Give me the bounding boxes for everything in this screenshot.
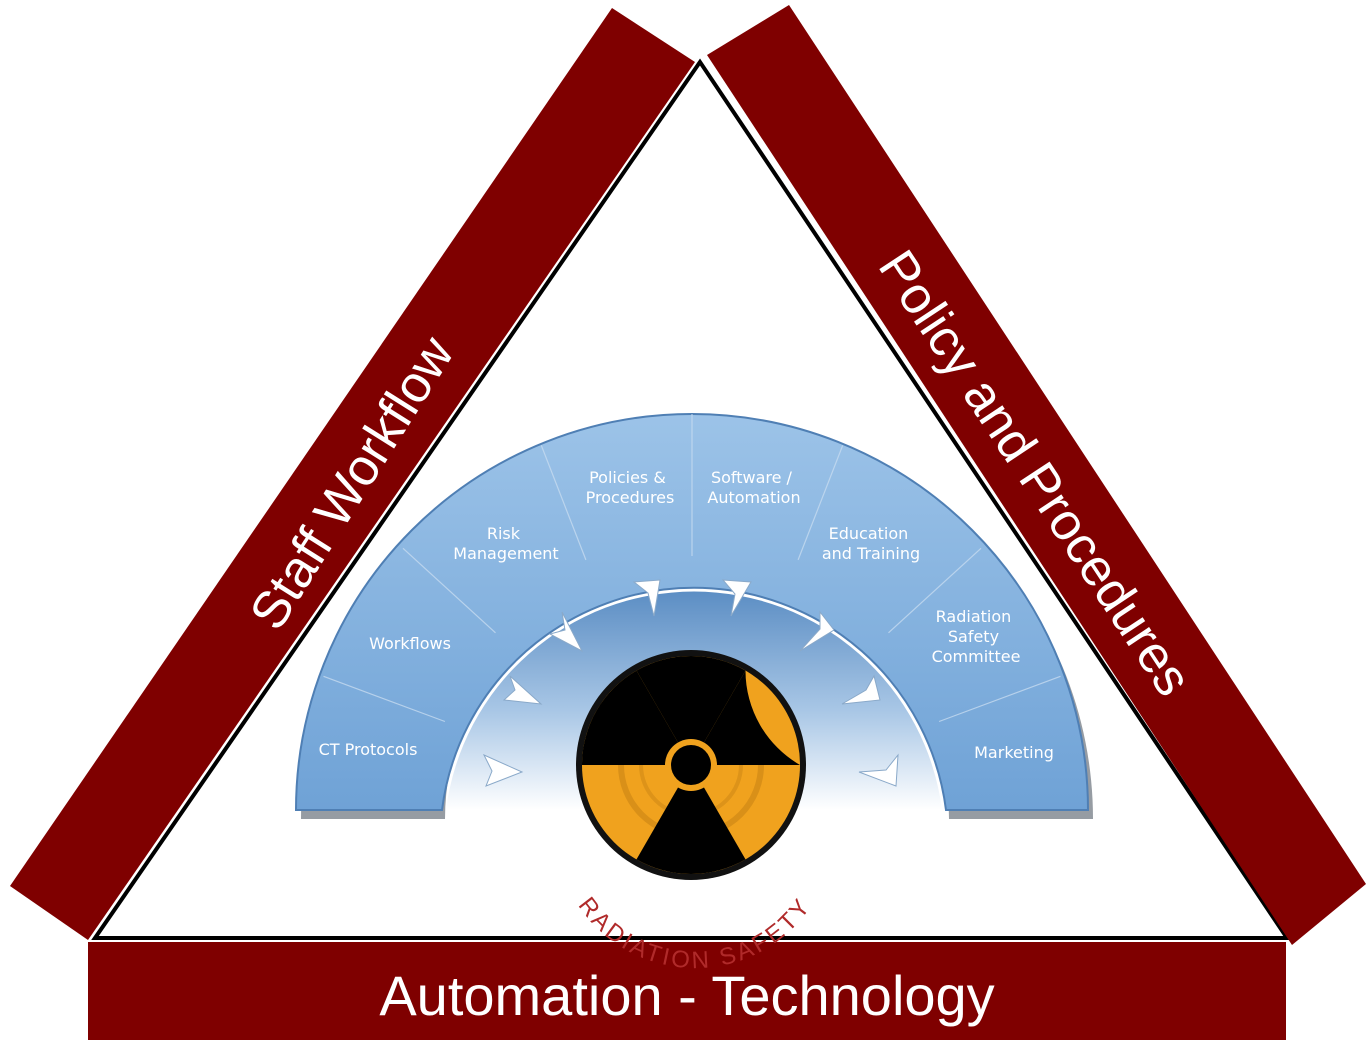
arrow-icon bbox=[841, 674, 881, 705]
segment-label-risk-management: Risk Management bbox=[453, 524, 558, 563]
arc-separators bbox=[323, 414, 1061, 723]
arrow-icon bbox=[482, 753, 524, 787]
left-band bbox=[10, 8, 695, 940]
arc-graphic bbox=[294, 413, 1093, 819]
radiation-trefoil-icon bbox=[582, 655, 800, 875]
segment-label-ct-protocols: CT Protocols bbox=[319, 740, 418, 759]
segment-label-policies-procedures: Policies & Procedures bbox=[586, 468, 675, 507]
arrow-icon bbox=[548, 611, 584, 653]
arc-segment-labels: CT Protocols Workflows Risk Management P… bbox=[319, 468, 1054, 762]
arc-band bbox=[294, 413, 1090, 811]
segment-label-marketing: Marketing bbox=[974, 743, 1054, 762]
arrow-icon bbox=[502, 675, 543, 705]
arrow-icon bbox=[721, 579, 752, 617]
segment-label-radiation-safety-committee: Radiation Safety Committee bbox=[932, 607, 1021, 666]
radiation-emblem bbox=[576, 650, 806, 880]
arrow-icon bbox=[799, 610, 835, 652]
arrow-icon bbox=[858, 753, 899, 787]
emblem-center-dot bbox=[671, 745, 711, 785]
arrow-icon bbox=[632, 579, 661, 617]
inward-arrows bbox=[482, 579, 899, 787]
segment-label-education-training: Education and Training bbox=[822, 524, 920, 563]
segment-label-software-automation: Software / Automation bbox=[707, 468, 800, 507]
segment-label-workflows: Workflows bbox=[369, 634, 451, 653]
bottom-band-label: Automation - Technology bbox=[379, 964, 994, 1027]
bottom-band bbox=[88, 942, 1286, 1040]
right-band bbox=[707, 5, 1366, 945]
